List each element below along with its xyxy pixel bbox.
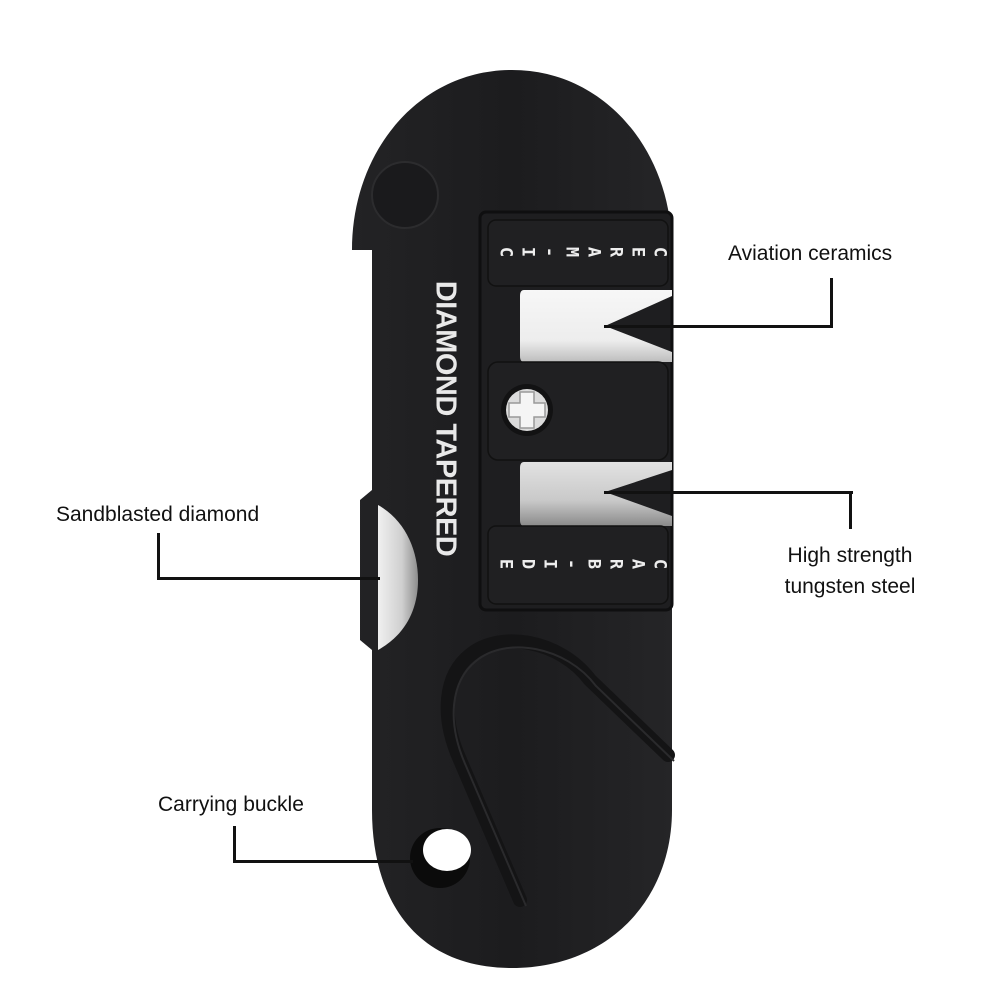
callout-carrying-buckle: Carrying buckle (158, 793, 304, 816)
leader-line-tungsten-steel (604, 491, 853, 494)
leader-line-sandblasted-diamond (157, 577, 380, 580)
leader-line-carrying-buckle (233, 860, 413, 863)
callout-aviation-ceramics: Aviation ceramics (728, 242, 893, 265)
ceramic-insert (520, 290, 672, 362)
side-engraving: DIAMOND TAPERED (429, 280, 462, 556)
leader-line-sandblasted-diamond (157, 533, 160, 580)
callout-tungsten-steel: High strength tungsten steel (784, 544, 916, 598)
tungsten-steel-insert (520, 462, 672, 526)
sandblasted-diamond-rod (378, 505, 418, 650)
leader-line-aviation-ceramics (830, 278, 833, 328)
carrying-buckle-hole (410, 828, 471, 888)
leader-line-tungsten-steel (849, 491, 852, 529)
leader-line-carrying-buckle (233, 826, 236, 863)
ceramic-engraving: C E R A M - I C (495, 246, 670, 258)
pivot-circle (371, 161, 439, 229)
callout-sandblasted-diamond: Sandblasted diamond (56, 503, 260, 526)
leader-line-aviation-ceramics (604, 325, 833, 328)
carbide-engraving: C A R B - I D E (495, 558, 670, 570)
